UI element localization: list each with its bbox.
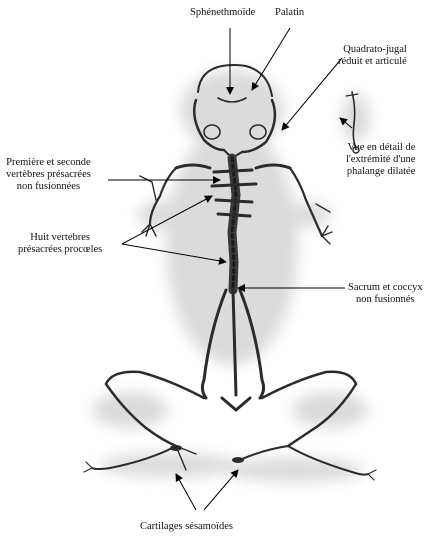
label-quadrato-jugal-line1: Quadrato-jugal <box>338 44 407 56</box>
label-phalange-line3: phalange dilatée <box>346 166 415 178</box>
label-sacrum-line2: non fusionnés <box>348 294 423 306</box>
label-sacrum: Sacrum et coccyx non fusionnés <box>348 282 423 306</box>
label-huit-vertebres-line2: présacrées procœles <box>18 244 102 256</box>
label-quadrato-jugal: Quadrato-jugal réduit et articulé <box>338 44 407 68</box>
label-cartilages: Cartilages sésamoïdes <box>140 521 233 533</box>
label-vertebres-presacrees-line1: Première et seconde <box>6 157 91 169</box>
label-vertebres-presacrees: Première et seconde vertèbres présacrées… <box>6 157 91 193</box>
pointer-cartilages-right <box>204 470 238 510</box>
label-huit-vertebres: Huit vertebres présacrées procœles <box>18 232 102 256</box>
label-quadrato-jugal-line2: réduit et articulé <box>338 56 407 68</box>
label-palatin: Palatin <box>275 7 304 19</box>
label-phalange-line2: l'extrémité d'une <box>346 154 415 166</box>
pointer-palatin <box>252 28 290 90</box>
label-phalange-line1: Vue en détail de <box>346 142 415 154</box>
label-vertebres-presacrees-line2: vertèbres présacrées <box>6 169 91 181</box>
label-vertebres-presacrees-line3: non fusionnées <box>6 181 91 193</box>
label-sacrum-line1: Sacrum et coccyx <box>348 282 423 294</box>
pointer-cartilages-left <box>176 474 196 510</box>
label-huit-vertebres-line1: Huit vertebres <box>18 232 102 244</box>
pointer-quadrato-jugal <box>282 58 342 130</box>
label-sphenethmoide: Sphénethmoïde <box>190 7 255 19</box>
label-phalange: Vue en détail de l'extrémité d'une phala… <box>346 142 415 178</box>
